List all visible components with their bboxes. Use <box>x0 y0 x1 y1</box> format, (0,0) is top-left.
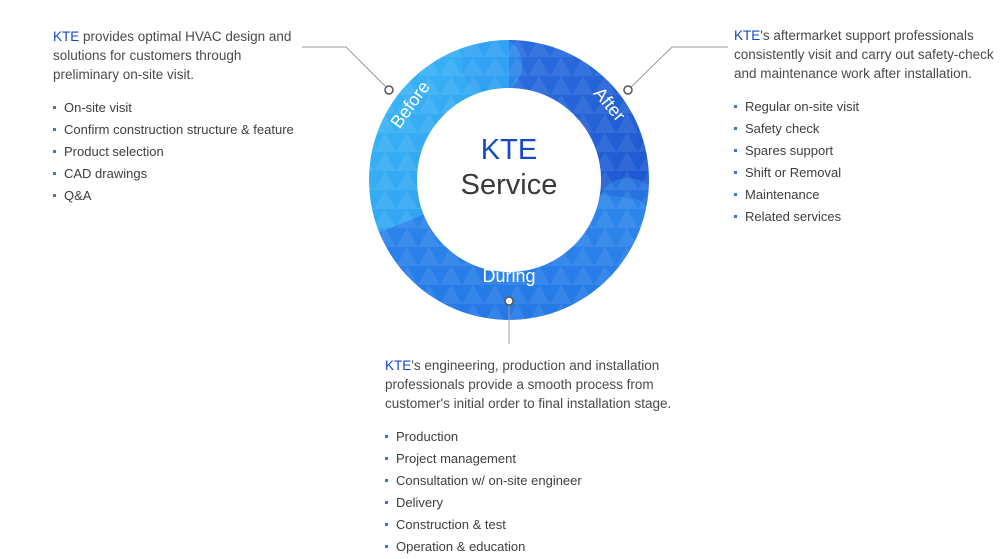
list-item: On-site visit <box>53 98 303 117</box>
connector-after <box>627 46 728 91</box>
list-item: CAD drawings <box>53 164 303 183</box>
connector-dot-during <box>504 296 514 306</box>
list-item: Production <box>385 427 695 446</box>
before-list: On-site visit Confirm construction struc… <box>53 98 303 205</box>
during-list: Production Project management Consultati… <box>385 427 695 556</box>
list-item: Related services <box>734 207 1000 226</box>
list-item: Shift or Removal <box>734 163 1000 182</box>
phase-label-during: During <box>482 266 535 286</box>
during-intro: KTE's engineering, production and instal… <box>385 358 672 411</box>
connector-dot-after <box>623 85 633 95</box>
connector-before <box>302 46 390 91</box>
list-item: Delivery <box>385 493 695 512</box>
list-item: Safety check <box>734 119 1000 138</box>
after-intro: KTE's aftermarket support professionals … <box>734 28 994 81</box>
connector-dot-before <box>384 85 394 95</box>
list-item: Spares support <box>734 141 1000 160</box>
brand-name: KTE <box>734 28 761 43</box>
brand-name: KTE <box>385 358 412 373</box>
list-item: Consultation w/ on-site engineer <box>385 471 695 490</box>
before-description: KTE provides optimal HVAC design and sol… <box>53 27 303 208</box>
list-item: Construction & test <box>385 515 695 534</box>
list-item: Operation & education <box>385 537 695 556</box>
list-item: Q&A <box>53 186 303 205</box>
after-list: Regular on-site visit Safety check Spare… <box>734 97 1000 226</box>
before-intro: KTE provides optimal HVAC design and sol… <box>53 29 292 82</box>
center-title: KTE <box>481 134 537 166</box>
center-subtitle: Service <box>461 169 558 201</box>
center-circle <box>417 88 601 272</box>
list-item: Product selection <box>53 142 303 161</box>
list-item: Confirm construction structure & feature <box>53 120 303 139</box>
brand-name: KTE <box>53 29 80 44</box>
after-description: KTE's aftermarket support professionals … <box>734 26 1000 229</box>
list-item: Regular on-site visit <box>734 97 1000 116</box>
during-description: KTE's engineering, production and instal… <box>385 356 695 559</box>
list-item: Project management <box>385 449 695 468</box>
list-item: Maintenance <box>734 185 1000 204</box>
